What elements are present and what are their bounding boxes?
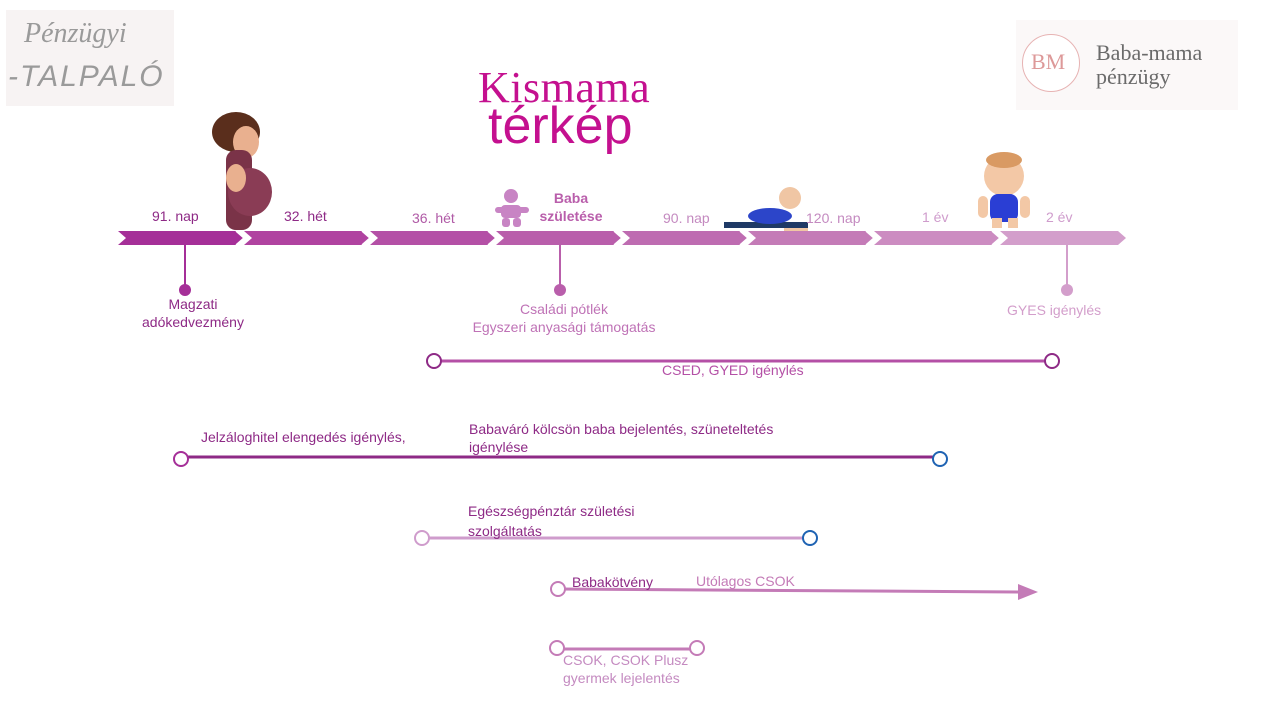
span-start-csok (549, 640, 565, 656)
timeline-segment-divider (235, 230, 246, 246)
span-start-babakotveny (550, 581, 566, 597)
tick-label-birth-line1: Baba (553, 190, 589, 206)
tick-label-91-nap: 91. nap (152, 208, 199, 224)
logo-left-line2: -TALPALÓ (8, 60, 165, 93)
logo-right-line2: pénzügy (1096, 64, 1171, 89)
tick-label-120-nap: 120. nap (806, 210, 861, 226)
span-end-egeszseg (802, 530, 818, 546)
span-line-babakotveny (557, 587, 1023, 594)
span-label-utolagos-csok: Utólagos CSOK (696, 573, 795, 589)
timeline-segment-divider (487, 230, 498, 246)
span-label-babavaro-line1: Babaváró kölcsön baba bejelentés, szünet… (469, 421, 774, 437)
span-start-jelzalog (173, 451, 189, 467)
logo-baba-mama-penzugy: BM Baba-mama pénzügy (1016, 20, 1238, 110)
event-label-csaladi-line2: Egyszeri anyasági támogatás (472, 319, 656, 335)
span-label-csok-line1: CSOK, CSOK Plusz (563, 652, 689, 668)
span-label-jelzalog: Jelzáloghitel elengedés igénylés, (201, 429, 406, 445)
span-arrowhead-babakotveny (1018, 584, 1038, 600)
event-label-csaladi: Családi pótlék Egyszeri anyasági támogat… (455, 300, 673, 336)
span-label-csok: CSOK, CSOK Plusz gyermek lejelentés (563, 651, 688, 687)
span-end-csed (1044, 353, 1060, 369)
timeline-segment (244, 231, 370, 245)
event-dot-gyes (1061, 284, 1073, 296)
span-start-csed (426, 353, 442, 369)
span-end-csok (689, 640, 705, 656)
tick-label-32-het: 32. hét (284, 208, 327, 224)
timeline-segment (622, 231, 748, 245)
span-label-egeszseg-line1: Egészségpénztár születési (468, 503, 635, 519)
tick-label-90-nap: 90. nap (663, 210, 710, 226)
logo-badge-icon: BM (1022, 34, 1080, 92)
logo-penzugyi-talpalo: Pénzügyi -TALPALÓ (6, 10, 174, 106)
span-label-csok-line2: gyermek lejelentés (563, 670, 680, 686)
event-dot-magzati (179, 284, 191, 296)
timeline-segment-divider (865, 230, 876, 246)
baby-icon (495, 189, 529, 227)
pregnant-woman-icon (212, 112, 272, 230)
tick-label-2-ev: 2 év (1046, 209, 1073, 225)
logo-right-line1: Baba-mama (1096, 40, 1203, 65)
event-label-gyes: GYES igénylés (1007, 302, 1102, 318)
event-dot-csaladi (554, 284, 566, 296)
timeline-segment (1000, 231, 1126, 245)
tick-label-birth: Baba születése (528, 189, 614, 225)
timeline-segment-divider (361, 230, 372, 246)
tick-label-36-het: 36. hét (412, 210, 455, 226)
timeline-segment (496, 231, 622, 245)
title-line1: Kismama (478, 63, 651, 112)
toddler-icon (978, 152, 1030, 228)
timeline-segment (748, 231, 874, 245)
title-line2: térkép (488, 97, 633, 155)
event-label-csaladi-line1: Családi pótlék (520, 301, 608, 317)
timeline-segment (874, 231, 1000, 245)
event-label-magzati-line2: adókedvezmény (142, 314, 244, 330)
event-label-magzati-line1: Magzati (168, 296, 218, 312)
span-label-babakotveny: Babakötvény (572, 574, 653, 590)
timeline-arrows (118, 230, 1126, 246)
span-end-jelzalog (932, 451, 948, 467)
span-label-babavaro-line2: igénylése (469, 439, 529, 455)
tick-label-birth-line2: születése (539, 208, 603, 224)
timeline-segment-divider (613, 230, 624, 246)
event-label-magzati: Magzati adókedvezmény (140, 295, 246, 331)
span-label-csed: CSED, GYED igénylés (662, 362, 804, 378)
span-start-egeszseg (414, 530, 430, 546)
logo-left-line1: Pénzügyi (24, 18, 127, 49)
timeline-segment-divider (739, 230, 750, 246)
timeline-segment (370, 231, 496, 245)
timeline-segment (118, 231, 244, 245)
timeline-segment-divider (991, 230, 1002, 246)
span-label-babavaro: Babaváró kölcsön baba bejelentés, szünet… (469, 420, 773, 456)
span-label-egeszseg-line2: szolgáltatás (468, 523, 542, 539)
span-label-egeszseg: Egészségpénztár születési szolgáltatás (468, 501, 635, 541)
tick-label-1-ev: 1 év (922, 209, 949, 225)
